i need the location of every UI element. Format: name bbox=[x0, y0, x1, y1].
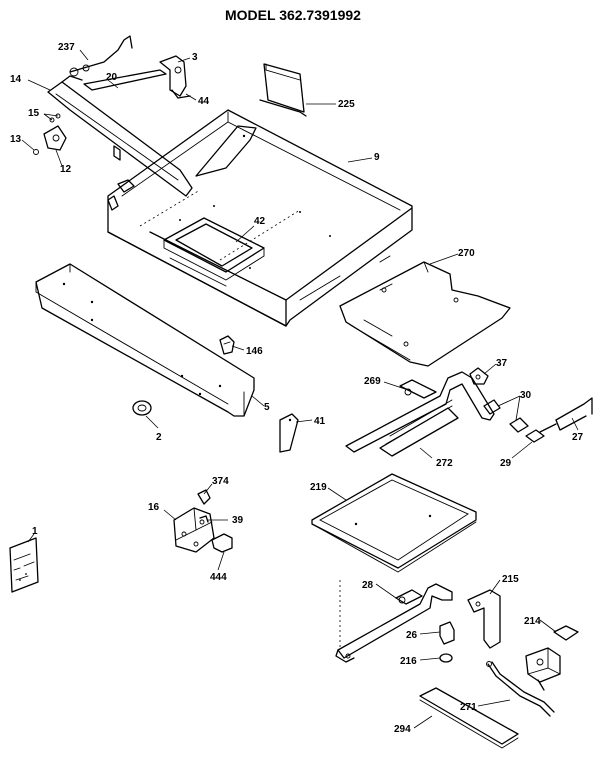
label-216: 216 bbox=[400, 656, 417, 667]
label-44: 44 bbox=[198, 96, 210, 107]
bake-burner-28 bbox=[335, 580, 453, 663]
label-20: 20 bbox=[106, 72, 118, 83]
label-9: 9 bbox=[374, 152, 380, 163]
label-146: 146 bbox=[246, 346, 263, 357]
instruction-card-1 bbox=[9, 537, 39, 593]
broiler-pan-219 bbox=[311, 473, 477, 573]
label-294: 294 bbox=[394, 724, 411, 735]
grommet-2 bbox=[132, 400, 152, 416]
diagram-title: MODEL 362.7391992 bbox=[225, 7, 361, 23]
label-26: 26 bbox=[406, 630, 418, 641]
label-16: 16 bbox=[148, 502, 160, 513]
label-28: 28 bbox=[362, 580, 374, 591]
bracket-215 bbox=[467, 589, 501, 649]
label-37: 37 bbox=[496, 358, 508, 369]
label-269: 269 bbox=[364, 376, 381, 387]
label-42: 42 bbox=[254, 216, 266, 227]
label-215: 215 bbox=[502, 574, 519, 585]
tube-271 bbox=[486, 661, 555, 717]
burner-manifold-assembly bbox=[33, 35, 193, 197]
igniter-214 bbox=[525, 625, 579, 691]
leader-lines bbox=[21, 49, 579, 729]
label-39: 39 bbox=[232, 515, 244, 526]
label-444: 444 bbox=[210, 572, 227, 583]
label-13: 13 bbox=[10, 134, 22, 145]
fittings-30-29-27 bbox=[483, 397, 593, 443]
label-15: 15 bbox=[28, 108, 40, 119]
label-374: 374 bbox=[212, 476, 229, 487]
label-272: 272 bbox=[436, 458, 453, 469]
broiler-shield-270 bbox=[339, 261, 511, 367]
part-labels: 237 3 14 20 44 225 15 13 12 9 42 270 146… bbox=[10, 42, 584, 735]
label-30: 30 bbox=[520, 390, 532, 401]
label-41: 41 bbox=[314, 416, 326, 427]
label-29: 29 bbox=[500, 458, 512, 469]
label-219: 219 bbox=[310, 482, 327, 493]
label-214: 214 bbox=[524, 616, 541, 627]
strip-294 bbox=[419, 687, 519, 749]
label-27: 27 bbox=[572, 432, 584, 443]
fittings-26-216 bbox=[439, 621, 455, 663]
broil-burner-269 bbox=[345, 371, 495, 457]
burner-box-9 bbox=[107, 109, 413, 327]
valve-assembly-16 bbox=[173, 489, 233, 553]
label-1: 1 bbox=[32, 526, 38, 537]
clip-37 bbox=[469, 367, 489, 385]
front-panel-5 bbox=[35, 263, 255, 417]
burner-plate-42 bbox=[163, 217, 265, 287]
label-5: 5 bbox=[264, 402, 270, 413]
label-2: 2 bbox=[156, 432, 162, 443]
label-271: 271 bbox=[460, 702, 477, 713]
label-237: 237 bbox=[58, 42, 75, 53]
label-270: 270 bbox=[458, 248, 475, 259]
label-3: 3 bbox=[192, 52, 198, 63]
label-14: 14 bbox=[10, 74, 22, 85]
label-225: 225 bbox=[338, 99, 355, 110]
label-12: 12 bbox=[60, 164, 72, 175]
heat-shield-225 bbox=[259, 63, 307, 117]
bracket-41 bbox=[279, 413, 299, 453]
clip-146 bbox=[219, 335, 235, 355]
